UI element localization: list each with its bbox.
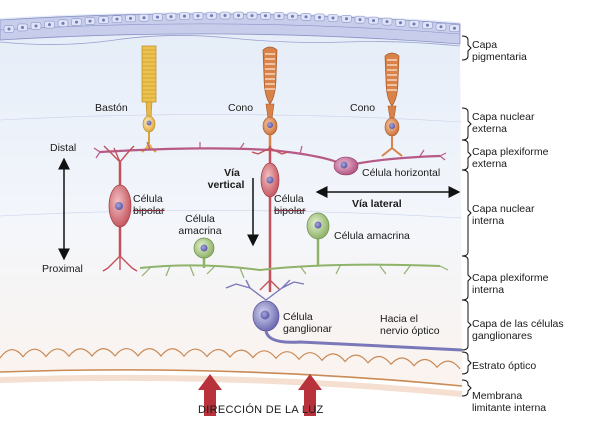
layer-brackets <box>461 35 472 397</box>
bipolar-center-label-2: bipolar <box>274 205 306 217</box>
amacrine-left-label-1: Célula <box>185 213 215 225</box>
distal-label: Distal <box>50 142 77 154</box>
vertical-pathway-label-2: vertical <box>207 179 245 191</box>
amacrine-left-label-2: amacrina <box>178 225 222 237</box>
rod-label: Bastón <box>95 102 128 114</box>
horizontal-cell-label: Célula horizontal <box>362 167 441 179</box>
optic-nerve-label-2: nervio óptico <box>380 325 440 337</box>
bipolar-left-label-1: Célula <box>133 193 163 205</box>
cone-left-label: Cono <box>228 102 254 114</box>
cone-cell-right <box>381 52 403 157</box>
ganglion-label-2: ganglionar <box>283 323 333 335</box>
bipolar-center-label-1: Célula <box>274 193 304 205</box>
amacrine-right-label: Célula amacrina <box>334 230 410 242</box>
vertical-pathway-label-1: Vía <box>224 167 240 179</box>
proximal-label: Proximal <box>42 263 83 275</box>
retina-background <box>0 12 462 386</box>
ganglion-cell <box>225 279 463 352</box>
lateral-pathway-label: Vía lateral <box>352 198 402 210</box>
bipolar-left-label-2: bipolar <box>133 205 165 217</box>
optic-nerve-label-1: Hacia el <box>380 313 418 325</box>
layer-optic-stratum: Estrato óptico <box>472 360 537 372</box>
amacrine-cell-right <box>306 212 330 266</box>
ganglion-label-1: Célula <box>283 311 313 323</box>
amacrine-processes <box>139 263 449 279</box>
bipolar-cell-left <box>102 145 138 272</box>
optic-fiber-layer <box>0 347 463 397</box>
pigment-epithelium <box>0 11 461 47</box>
light-direction-arrows <box>198 374 322 416</box>
light-direction-label: DIRECCIÓN DE LA LUZ <box>198 404 324 416</box>
cone-cell-left <box>262 46 278 146</box>
horizontal-cell <box>93 141 447 176</box>
amacrine-cell-left <box>193 237 215 268</box>
bipolar-cell-center <box>251 146 289 292</box>
cone-right-label: Cono <box>350 102 376 114</box>
